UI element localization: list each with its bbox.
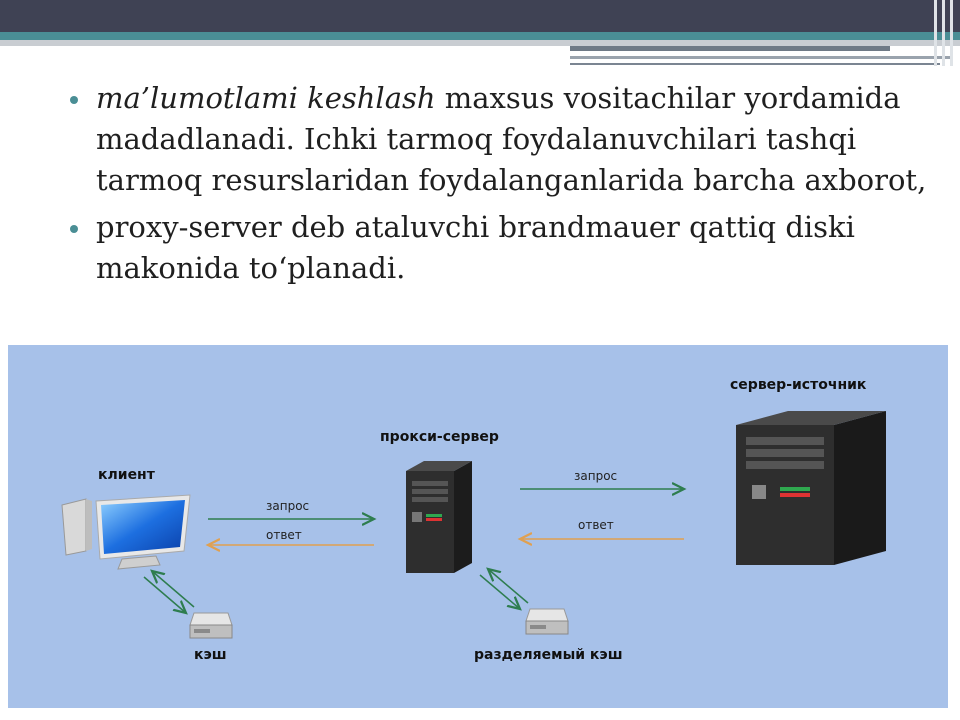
bullet-italic-text: ma’lumotlami keshlash <box>96 81 436 115</box>
origin-server-label: сервер-источник <box>730 377 867 393</box>
client-label: клиент <box>98 467 155 483</box>
header-gray-bar <box>0 40 960 46</box>
bullet-item: ma’lumotlami keshlash maxsus vositachila… <box>68 78 948 201</box>
client-computer-icon <box>61 494 191 570</box>
request-label-left: запрос <box>266 499 310 513</box>
response-label-left: ответ <box>266 528 302 542</box>
header-lines <box>930 0 960 66</box>
cache-to-client-arrow <box>152 571 195 608</box>
header-strip <box>570 63 940 65</box>
proxy-label: прокси-сервер <box>380 429 499 445</box>
bullet-text: maxsus vositachilar yordamida madadlanad… <box>96 81 927 197</box>
header-strip <box>570 56 950 59</box>
shared-cache-label: разделяемый кэш <box>474 647 623 663</box>
bullet-text: proxy-server deb ataluvchi brandmauer qa… <box>96 210 855 285</box>
cache-label: кэш <box>194 647 227 663</box>
header-strip <box>570 46 890 51</box>
shared-cache-disk-icon <box>525 608 569 635</box>
bullet-item: proxy-server deb ataluvchi brandmauer qa… <box>68 207 948 289</box>
proxy-server-icon <box>406 461 472 573</box>
response-label-right: ответ <box>578 518 614 532</box>
header-bar <box>0 0 960 32</box>
proxy-cache-diagram: клиент прокси-сервер сервер-источник кэш… <box>8 345 948 708</box>
shared-cache-to-proxy-arrow <box>488 569 529 604</box>
bullet-dot <box>70 96 78 104</box>
request-label-right: запрос <box>574 469 618 483</box>
header-accent-bar <box>0 32 960 40</box>
bullet-list: ma’lumotlami keshlash maxsus vositachila… <box>68 78 948 295</box>
bullet-dot <box>70 225 78 233</box>
cache-disk-icon <box>189 612 233 639</box>
origin-server-icon <box>736 411 886 565</box>
arrows-layer <box>143 345 948 708</box>
